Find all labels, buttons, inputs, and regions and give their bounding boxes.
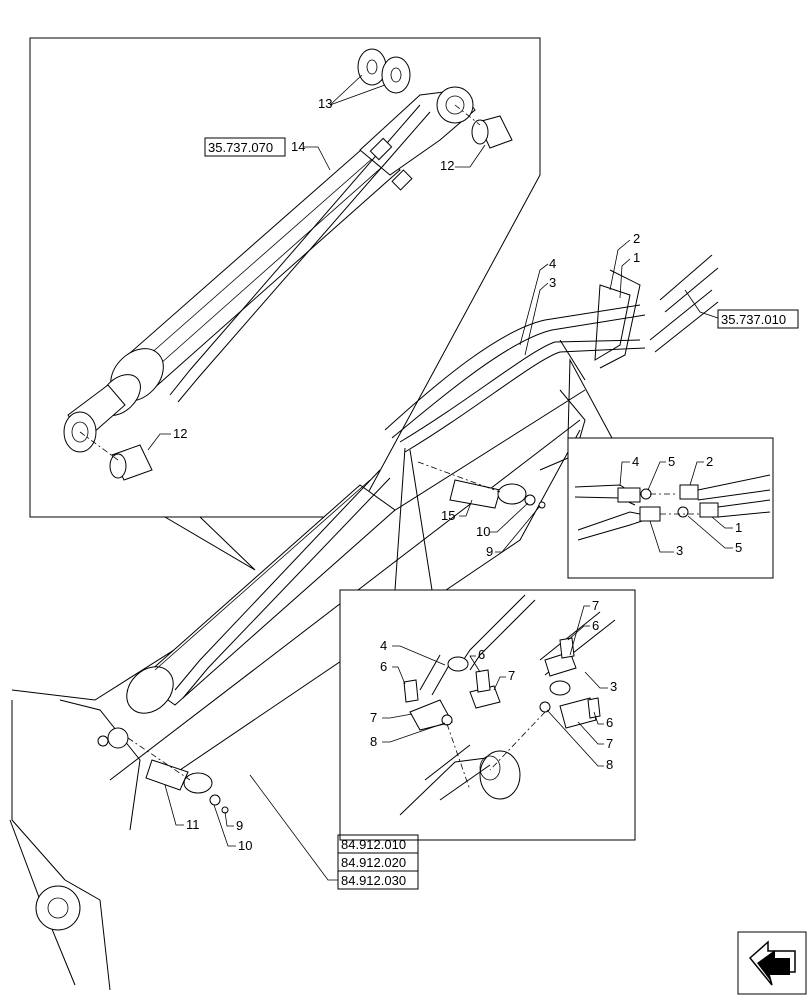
callout-8-b: 8 bbox=[606, 757, 613, 772]
callout-6-b: 6 bbox=[380, 659, 387, 674]
callout-4-clamp: 4 bbox=[380, 638, 387, 653]
callout-7-a: 7 bbox=[592, 598, 599, 613]
detail-box-cylinder: 13 14 12 12 35.737.070 bbox=[29, 37, 541, 571]
callout-1: 1 bbox=[633, 250, 640, 265]
callout-6-c: 6 bbox=[478, 647, 485, 662]
reference-84-912-020: 84.912.020 bbox=[341, 855, 406, 870]
pin-11 bbox=[145, 759, 229, 814]
callout-2-detail: 2 bbox=[706, 454, 713, 469]
callout-3-clamp: 3 bbox=[610, 679, 617, 694]
boom-cylinder bbox=[63, 86, 476, 453]
callout-9: 9 bbox=[486, 544, 493, 559]
reference-35-737-010: 35.737.010 bbox=[721, 312, 786, 327]
callout-9-bottom: 9 bbox=[236, 818, 243, 833]
callout-6-a: 6 bbox=[592, 618, 599, 633]
callout-13: 13 bbox=[318, 96, 332, 111]
callout-2: 2 bbox=[633, 231, 640, 246]
callout-4-detail: 4 bbox=[632, 454, 639, 469]
callout-8-a: 8 bbox=[370, 734, 377, 749]
callout-14: 14 bbox=[291, 139, 305, 154]
detail-box-fittings: 4 5 2 1 3 5 bbox=[567, 358, 774, 579]
pin-15 bbox=[449, 479, 546, 509]
callout-3-detail: 3 bbox=[676, 543, 683, 558]
callout-6-d: 6 bbox=[606, 715, 613, 730]
boom-arm bbox=[9, 254, 719, 991]
callout-4: 4 bbox=[549, 256, 556, 271]
callout-7-b: 7 bbox=[508, 668, 515, 683]
callout-12-top: 12 bbox=[440, 158, 454, 173]
arrow-nav-icon[interactable] bbox=[737, 931, 807, 995]
callout-12-bottom: 12 bbox=[173, 426, 187, 441]
callout-10-bottom: 10 bbox=[238, 838, 252, 853]
reference-35-737-070: 35.737.070 bbox=[208, 140, 273, 155]
callout-5-top: 5 bbox=[668, 454, 675, 469]
callout-11: 11 bbox=[186, 817, 200, 832]
bushing-top bbox=[471, 115, 513, 149]
washer bbox=[357, 48, 387, 86]
callout-15: 15 bbox=[441, 508, 455, 523]
bushing-bottom bbox=[109, 444, 153, 481]
reference-84-912-010: 84.912.010 bbox=[341, 837, 406, 852]
washer bbox=[381, 56, 411, 94]
callout-7-c: 7 bbox=[370, 710, 377, 725]
callout-1-detail: 1 bbox=[735, 520, 742, 535]
callout-10: 10 bbox=[476, 524, 490, 539]
reference-group: 84.912.010 84.912.020 84.912.030 bbox=[249, 774, 419, 890]
reference-84-912-030: 84.912.030 bbox=[341, 873, 406, 888]
callout-7-d: 7 bbox=[606, 736, 613, 751]
detail-box-clamps: 7 6 4 6 6 7 3 7 8 6 7 8 bbox=[339, 447, 636, 841]
callout-3: 3 bbox=[549, 275, 556, 290]
callout-5-bottom: 5 bbox=[735, 540, 742, 555]
